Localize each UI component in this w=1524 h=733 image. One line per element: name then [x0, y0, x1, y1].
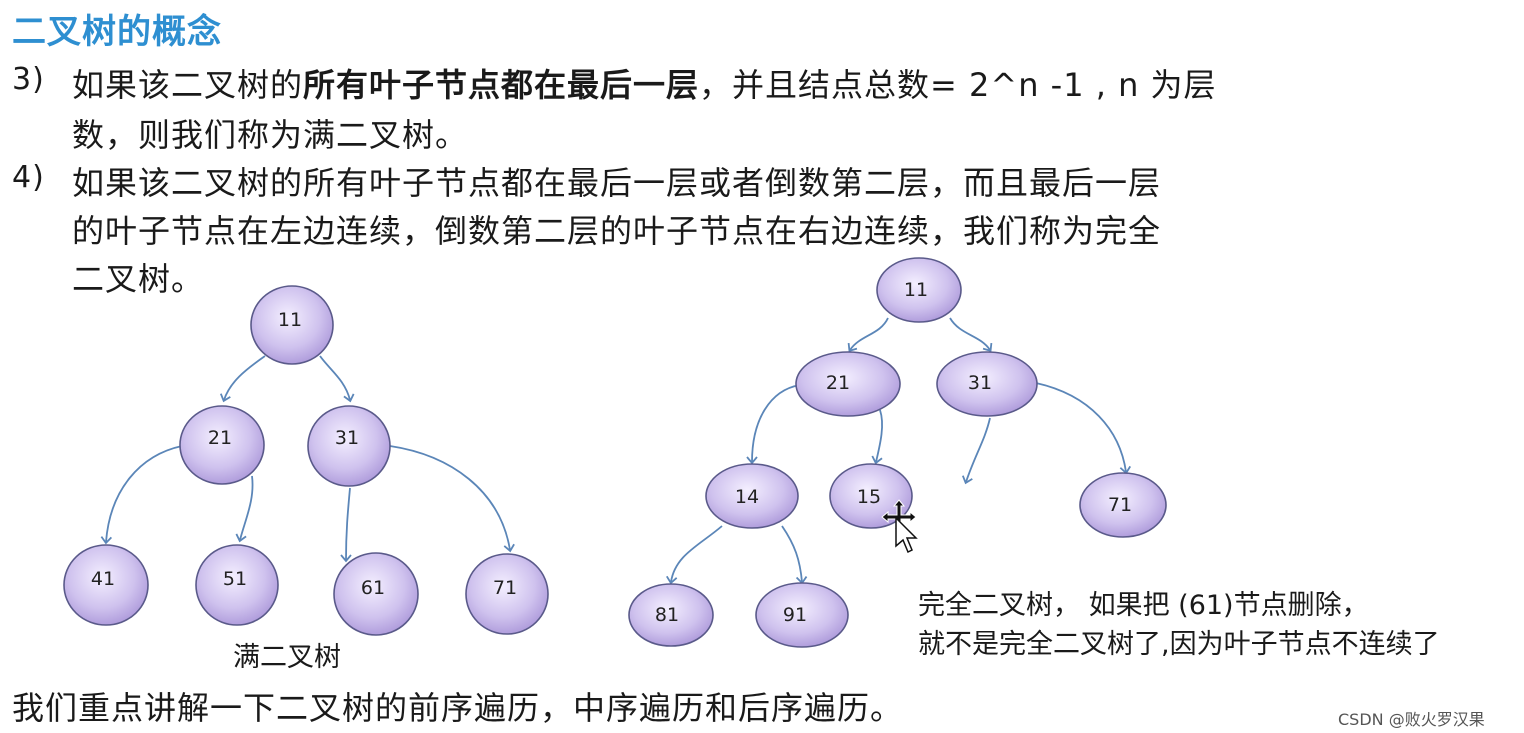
full-tree-node-11-label: 11	[278, 309, 302, 331]
complete-tree-node-21-label: 21	[826, 372, 850, 394]
edge-c31-missing	[962, 417, 991, 485]
complete-tree-node-11: 11	[876, 257, 962, 323]
edge-c11-c21	[847, 317, 889, 353]
full-tree-node-61-label: 61	[361, 577, 385, 599]
item-4-number: 4)	[12, 160, 45, 195]
full-tree-node-51: 51	[195, 544, 279, 626]
complete-tree-note-line-1: 完全二叉树， 如果把 (61)节点删除，	[918, 590, 1369, 621]
item-3-line-1: 如果该二叉树的所有叶子节点都在最后一层，并且结点总数= 2^n -1 , n 为…	[72, 60, 1217, 106]
move-cursor-icon	[881, 499, 918, 554]
complete-tree-edges	[666, 317, 1132, 585]
edge-11-21	[220, 355, 266, 403]
full-tree-node-61: 61	[333, 552, 419, 636]
item-3-text-bold: 所有叶子节点都在最后一层	[303, 66, 700, 104]
complete-tree-node-14: 14	[705, 463, 799, 529]
full-tree-node-51-label: 51	[223, 568, 247, 590]
complete-tree-node-81-label: 81	[655, 604, 679, 626]
watermark: CSDN @败火罗汉果	[1338, 710, 1485, 729]
full-tree-node-31: 31	[307, 405, 391, 487]
full-tree-node-21: 21	[179, 405, 265, 485]
complete-tree-node-81: 81	[628, 583, 714, 647]
full-tree-node-11: 11	[250, 285, 334, 365]
full-tree-node-41: 41	[63, 544, 149, 626]
complete-tree-node-71-label: 71	[1108, 494, 1132, 516]
complete-tree-node-21: 21	[795, 351, 901, 417]
edge-c14-c91	[781, 525, 808, 585]
edge-31-71	[389, 445, 515, 553]
edge-21-41	[100, 445, 183, 545]
complete-tree-node-14-label: 14	[735, 486, 759, 508]
full-tree-node-31-label: 31	[335, 427, 359, 449]
complete-tree-node-15: 15	[829, 463, 913, 529]
complete-tree-node-31-label: 31	[968, 372, 992, 394]
item-3-number: 3)	[12, 62, 45, 97]
full-tree-node-41-label: 41	[91, 568, 115, 590]
full-tree-node-71: 71	[465, 553, 549, 635]
item-3-text-post: ，并且结点总数= 2^n -1 , n 为层	[699, 66, 1217, 104]
edge-c21-c14	[746, 384, 801, 465]
item-4-line-3: 二叉树。	[72, 260, 205, 298]
item-3-text-pre: 如果该二叉树的	[72, 66, 304, 104]
item-4-line-2: 的叶子节点在左边连续，倒数第二层的叶子节点在右边连续，我们称为完全	[72, 212, 1162, 250]
full-tree-caption: 满二叉树	[233, 642, 341, 673]
complete-tree-node-91-label: 91	[783, 604, 807, 626]
complete-tree-node-71: 71	[1079, 472, 1167, 538]
full-tree-node-21-label: 21	[208, 427, 232, 449]
full-tree-node-71-label: 71	[493, 577, 517, 599]
complete-tree-node-15-label: 15	[857, 486, 881, 508]
edge-c14-c81	[666, 525, 723, 585]
edge-c31-c71	[1035, 382, 1132, 475]
complete-tree-node-31: 31	[936, 351, 1038, 417]
full-tree-edges	[100, 355, 515, 563]
complete-tree-node-91: 91	[755, 582, 849, 648]
edge-31-61	[340, 487, 352, 563]
page-title: 二叉树的概念	[12, 12, 222, 52]
edge-c21-c15	[871, 409, 883, 465]
item-3-line-2: 数，则我们称为满二叉树。	[72, 116, 469, 154]
edge-21-51	[235, 475, 254, 543]
edge-c11-c31	[949, 317, 993, 353]
footer-text: 我们重点讲解一下二叉树的前序遍历，中序遍历和后序遍历。	[12, 689, 904, 727]
complete-tree-note-line-2: 就不是完全二叉树了,因为叶子节点不连续了	[918, 629, 1440, 660]
edge-11-31	[319, 355, 355, 403]
complete-tree-node-11-label: 11	[904, 279, 928, 301]
item-4-line-1: 如果该二叉树的所有叶子节点都在最后一层或者倒数第二层，而且最后一层	[72, 164, 1162, 202]
